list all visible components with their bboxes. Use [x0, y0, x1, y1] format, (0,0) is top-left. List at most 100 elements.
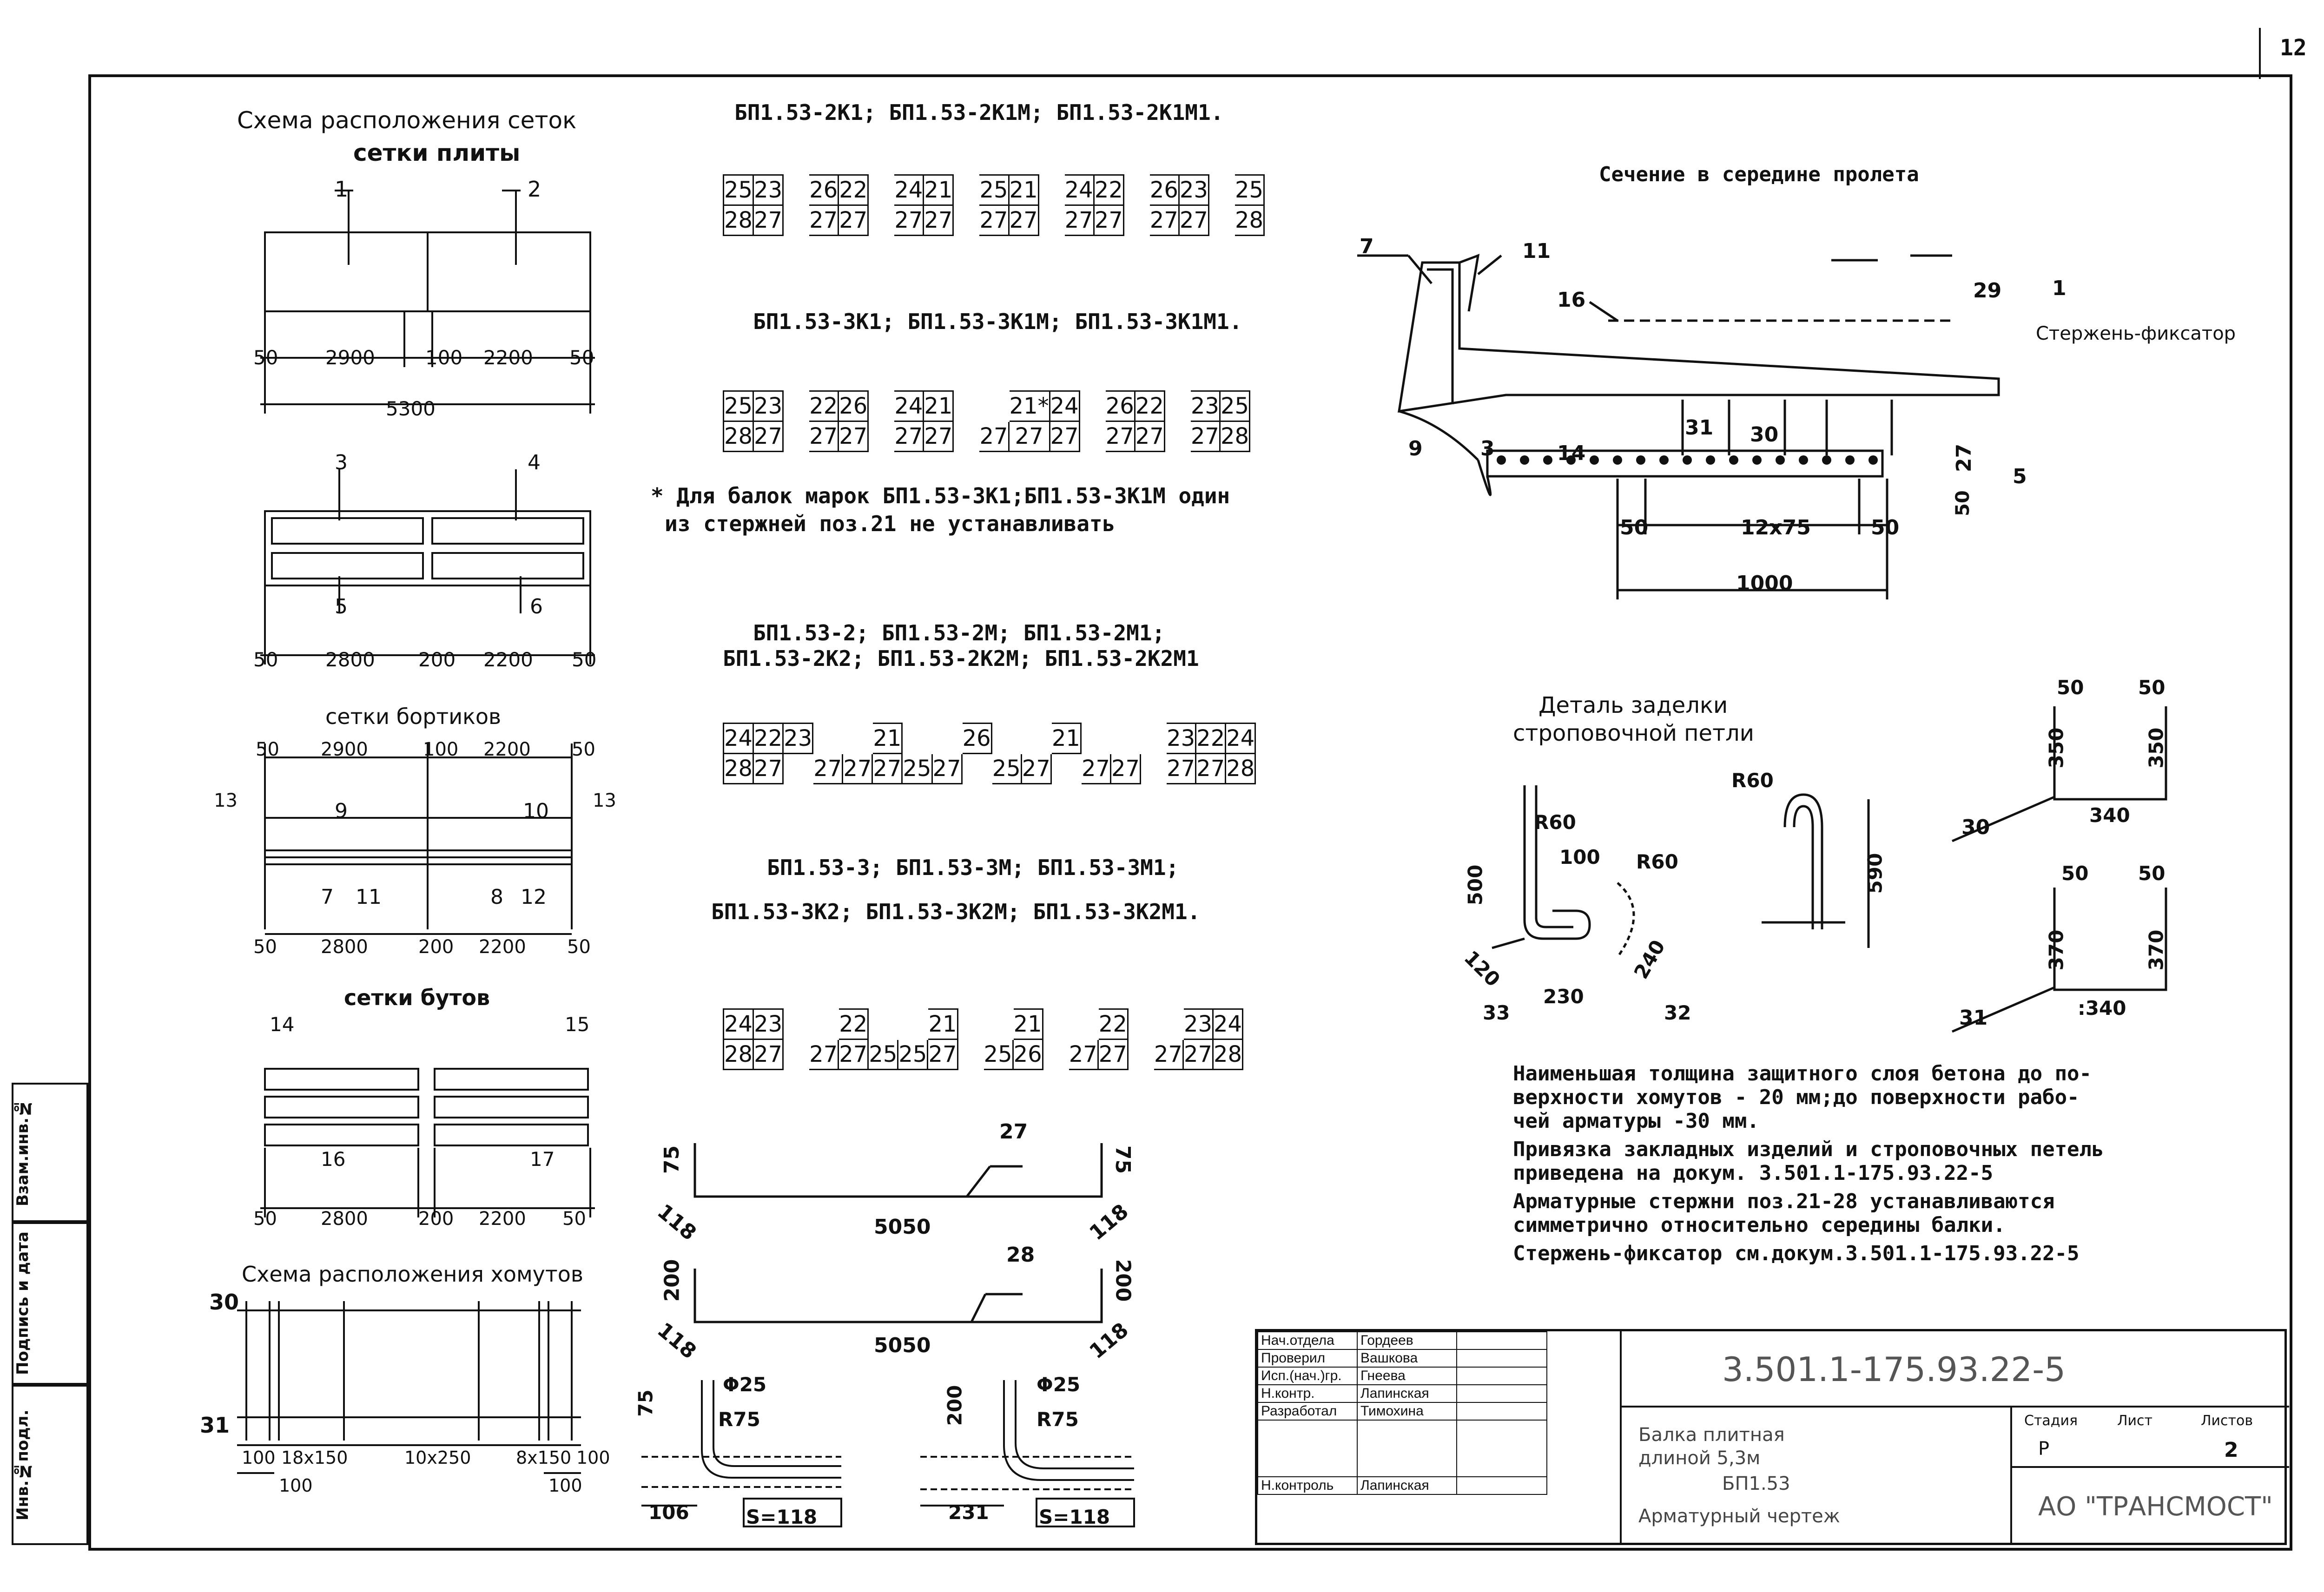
section-label-50: 50 [1952, 490, 1974, 516]
g2b-gap [1079, 421, 1105, 452]
section-label-30: 30 [1750, 423, 1779, 447]
desc-line-1: Балка плитная [1638, 1424, 1785, 1446]
bend2-s: S=118 [1039, 1506, 1110, 1528]
stirrup31-top-left: 50 [2061, 862, 2089, 885]
g2t-7: 21 [923, 390, 954, 422]
g1b-gap [1123, 205, 1149, 236]
stirrup31-label: 31 [1959, 1006, 1988, 1030]
g1b-9: 27 [978, 204, 1010, 236]
side-bot-dim-2: 200 [418, 936, 454, 958]
g4b-10: 26 [1012, 1039, 1043, 1070]
g2b-16: 27 [1189, 421, 1221, 452]
sidebar-label-signature: Подпись и дата [13, 1231, 32, 1375]
g1t-18: 25 [1233, 174, 1265, 206]
role-5: Н.контроль [1257, 1476, 1358, 1495]
plate2-dim-4: 50 [572, 648, 597, 671]
g2b-1: 27 [753, 421, 784, 452]
g3b-5: 27 [872, 753, 903, 784]
stirrup-dim-3: 8х150 [516, 1447, 572, 1468]
col-value-stage: Р [2038, 1438, 2050, 1460]
g1t-gap [1123, 175, 1149, 205]
sign-row-3: Н.контр.Лапинская [1257, 1384, 1547, 1403]
butt-dim-0: 50 [253, 1208, 277, 1230]
detail-r60-b: R60 [1636, 850, 1678, 873]
g3t-0: 24 [722, 723, 754, 754]
g1b-12: 27 [1063, 204, 1095, 236]
col-header-sheet: Лист [2117, 1413, 2153, 1429]
stirrup-label-31: 31 [200, 1413, 230, 1438]
g3t-14 [1141, 724, 1166, 754]
group4-title-1: БП1.53-3; БП1.53-3М; БП1.53-3М1; [767, 855, 1179, 880]
g4b-6: 25 [897, 1039, 929, 1070]
g4t-0: 24 [722, 1008, 754, 1040]
note-line-4: Привязка закладных изделий и строповочны… [1513, 1138, 2104, 1161]
lifting-loop-detail [1492, 785, 1870, 958]
group2-title: БП1.53-3К1; БП1.53-3К1М; БП1.53-3К1М1. [753, 309, 1242, 334]
section-label-7: 7 [1360, 235, 1374, 258]
plate-total: 5300 [386, 397, 436, 420]
g2t-16: 23 [1189, 390, 1221, 422]
note-star-line2: из стержней поз.21 не устанавливать [665, 511, 1116, 536]
detail-title-1: Деталь заделки [1538, 692, 1728, 718]
note-line-2: верхности хомутов - 20 мм;до поверхности… [1513, 1085, 2080, 1109]
plate2-dim-3: 2200 [483, 648, 533, 671]
g4b-8 [957, 1039, 983, 1070]
tb-divider-h [1620, 1406, 2289, 1408]
g2b-6: 27 [893, 421, 924, 452]
stirrup-shapes [1952, 706, 2167, 1033]
g2b-3: 27 [808, 421, 839, 452]
side-label-13a: 13 [214, 790, 238, 811]
name-0: Гордеев [1357, 1331, 1457, 1350]
section-label-11: 11 [1522, 239, 1551, 263]
g2t-gap [783, 391, 809, 421]
g4b-14 [1128, 1039, 1153, 1070]
drawing-frame [88, 74, 2292, 1551]
plate-label-1: 1 [335, 177, 349, 202]
role-4: Разработал [1257, 1402, 1358, 1421]
note-line-5: приведена на докум. 3.501.1-175.93.22-5 [1513, 1161, 1994, 1185]
stirrup30-top-right: 50 [2138, 676, 2166, 699]
col-header-stage: Стадия [2024, 1413, 2078, 1429]
g3b-4: 27 [842, 753, 873, 784]
note-line-8: Стержень-фиксатор см.докум.3.501.1-175.9… [1513, 1242, 2080, 1265]
g2t-10: 21* [1008, 390, 1050, 422]
side-mesh-title: сетки бортиков [325, 704, 502, 729]
note-star-line1: * Для балок марок БП1.53-3К1;БП1.53-3К1М… [651, 483, 1230, 508]
g4b-2 [783, 1039, 809, 1070]
g3t-11: 21 [1050, 723, 1082, 754]
bend2-diameter: Φ25 [1037, 1373, 1081, 1396]
g3b-0: 28 [722, 753, 754, 784]
butt-mesh-diagram [260, 1068, 595, 1217]
section-label-1: 1 [2052, 276, 2067, 300]
detail-r60-a: R60 [1534, 811, 1576, 834]
sidebar-cell-signature: Подпись и дата [12, 1222, 88, 1385]
g1t-10: 21 [1008, 174, 1039, 206]
stirrup-dim-0: 100 [242, 1447, 276, 1468]
g2b-gap [1164, 421, 1190, 452]
g1b-3: 27 [808, 204, 839, 236]
g3b-7: 27 [931, 753, 963, 784]
stirrup-bottom-0: 100 [279, 1475, 313, 1496]
plate2-dim-2: 200 [418, 648, 456, 671]
name-4: Тимохина [1357, 1402, 1457, 1421]
bars-27-28-diagram [693, 1143, 1103, 1323]
g3t-2: 23 [782, 723, 814, 754]
stirrup31-top-right: 50 [2138, 862, 2166, 885]
name-5: Лапинская [1357, 1476, 1457, 1495]
role-1: Проверил [1257, 1349, 1358, 1368]
g4b-13: 27 [1097, 1039, 1129, 1070]
sidebar-cell-inventory: Инв.№подл. [12, 1385, 88, 1545]
g3t-1: 22 [753, 723, 784, 754]
g2t-gap [1164, 391, 1190, 421]
butt-label-16: 16 [321, 1148, 346, 1171]
stirrup31-bottom: :340 [2078, 997, 2126, 1020]
bar27-label: 27 [999, 1120, 1028, 1144]
g1t-0: 25 [722, 174, 754, 206]
